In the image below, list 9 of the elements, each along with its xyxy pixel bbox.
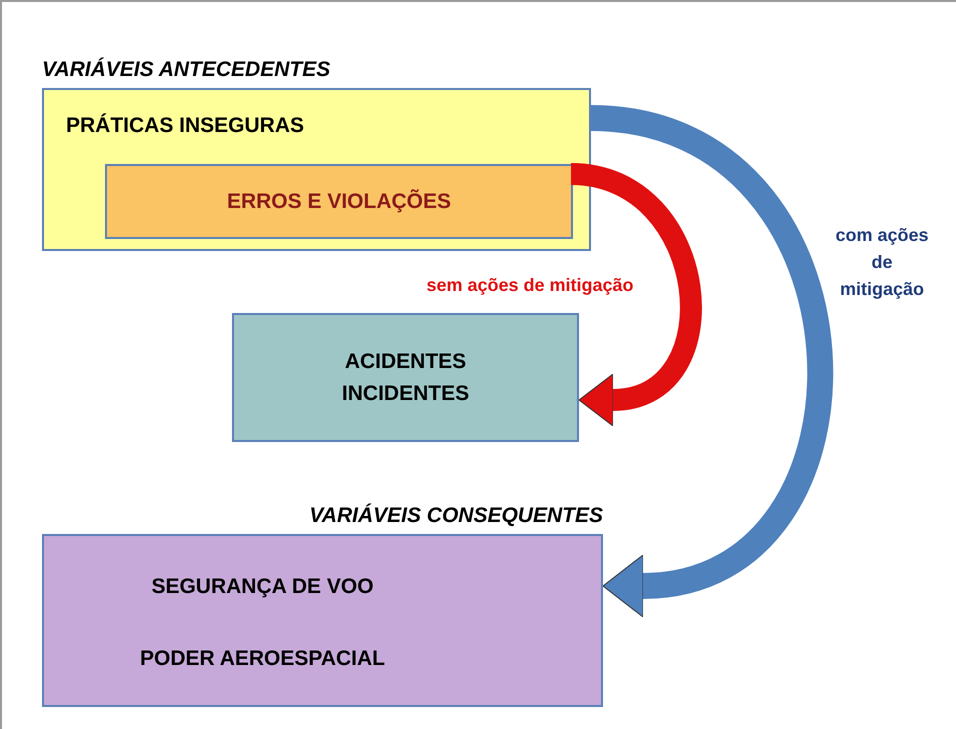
box-label: ERROS E VIOLAÇÕES (226, 188, 452, 215)
box-label: PRÁTICAS INSEGURAS (66, 112, 304, 139)
box-label: PODER AEROESPACIAL (140, 646, 386, 672)
group-heading: VARIÁVEIS ANTECEDENTES (42, 56, 332, 83)
box-label: SEGURANÇA DE VOO (151, 574, 374, 600)
curved-arrow (570, 163, 702, 426)
curved-arrow (589, 105, 832, 618)
group-heading: VARIÁVEIS CONSEQUENTES (308, 502, 603, 529)
box-label: ACIDENTES INCIDENTES (340, 349, 470, 406)
